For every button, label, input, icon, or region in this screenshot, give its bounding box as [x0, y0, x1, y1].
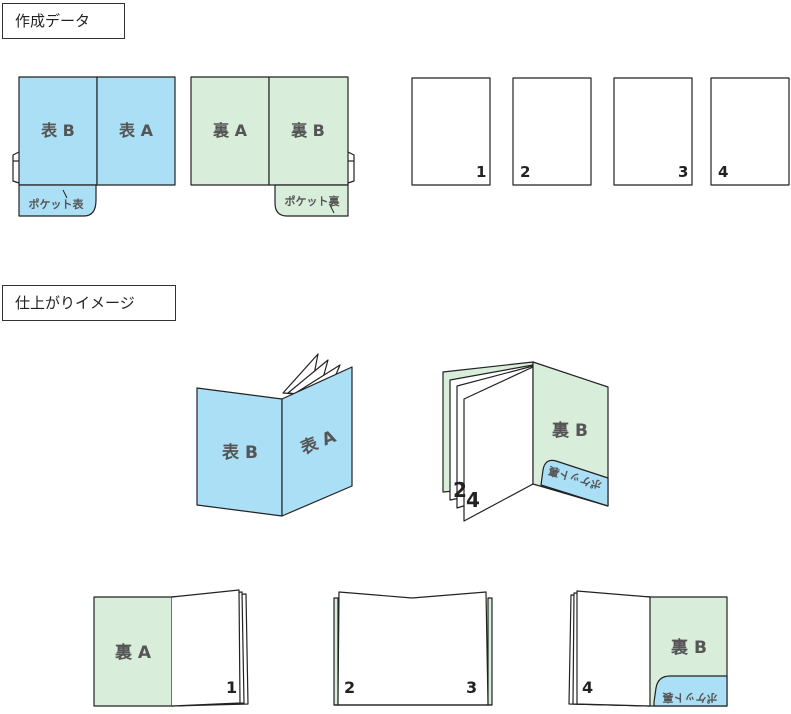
open-page-2-number: 2	[453, 478, 467, 502]
page-4-sheet	[710, 77, 790, 186]
spread2-page-3-number: 3	[466, 678, 477, 697]
section-title-data-text: 作成データ	[15, 11, 91, 30]
spread3-pocket	[653, 675, 728, 707]
spread3-back-b-label: 裏 B	[670, 637, 707, 658]
open-back-b-label: 裏 B	[551, 420, 588, 441]
cover-b-panel	[18, 76, 98, 186]
page-2-sheet	[512, 77, 592, 186]
cover-b-label: 表 B	[40, 121, 75, 140]
page-1-number: 1	[476, 163, 486, 181]
outer-spread	[12, 76, 176, 217]
pocket-front-flap	[18, 184, 97, 217]
open-pocket	[540, 459, 609, 507]
finished-cover-b-label: 表 B	[222, 442, 258, 463]
spread1-page-1-number: 1	[226, 678, 237, 697]
section-title-finish: 仕上がりイメージ	[2, 285, 176, 321]
back-a-label: 裏 A	[212, 121, 248, 140]
inner-spread-right-tab	[347, 151, 355, 184]
cover-a-label: 表 A	[118, 121, 154, 140]
spread1-back-a-label: 裏 A	[114, 642, 152, 663]
cover-a-panel	[96, 76, 176, 186]
pocket-back-label: ポケット裏	[285, 194, 341, 208]
spread3-page-4	[576, 590, 651, 707]
spread-back-a-page-1	[93, 589, 249, 707]
inner-spread	[190, 76, 355, 217]
spread3-page-4-number: 4	[582, 678, 593, 697]
pocket-front-slit	[62, 189, 68, 199]
page-1-sheet	[411, 77, 491, 186]
front-cover-a-face	[281, 366, 353, 517]
back-a-panel	[190, 76, 270, 186]
spread3-pocket-label: ポケット裏	[662, 691, 718, 705]
finished-folder-open	[442, 361, 609, 522]
spread2-right-cover-edge	[487, 597, 493, 706]
page-3-sheet	[613, 77, 693, 186]
section-title-data: 作成データ	[2, 3, 125, 39]
pocket-front-label: ポケット表	[29, 197, 85, 211]
open-page-4-number: 4	[466, 488, 480, 512]
finished-folder-front	[196, 353, 353, 517]
spread1-back-a-panel	[93, 596, 173, 707]
section-title-finish-text: 仕上がりイメージ	[15, 293, 135, 312]
page-2-number: 2	[520, 163, 530, 181]
page-4-number: 4	[718, 163, 728, 181]
pocket-back-flap	[274, 184, 349, 217]
back-b-label: 裏 B	[290, 121, 325, 140]
page-3-number: 3	[678, 163, 688, 181]
spread-pages-2-3	[333, 591, 493, 706]
pocket-back-slit	[329, 204, 335, 214]
spread1-page-1	[171, 589, 241, 707]
spread2-left-cover-edge	[333, 597, 339, 706]
back-b-panel	[268, 76, 349, 186]
spread2-page-2-number: 2	[344, 678, 355, 697]
outer-spread-left-tab	[12, 151, 20, 184]
spread-page-4-back-b	[568, 590, 728, 707]
